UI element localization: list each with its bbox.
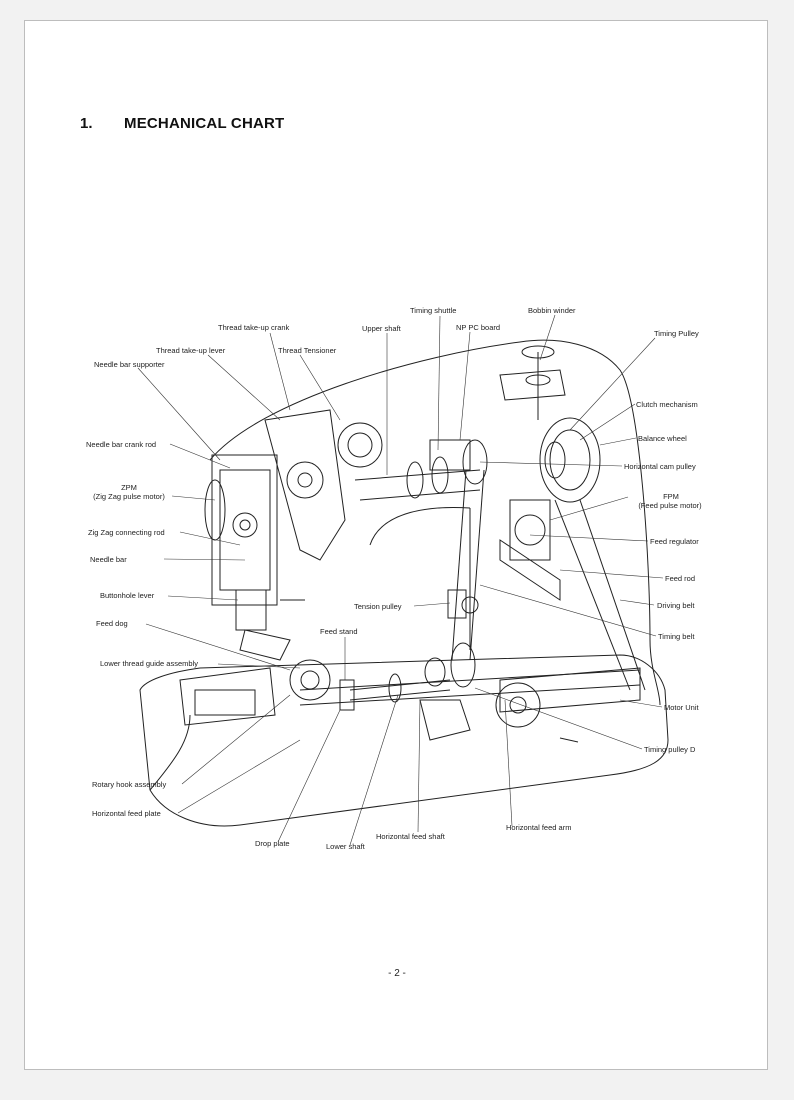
label-horizontal-cam-pulley: Horizontal cam pulley [624, 462, 696, 471]
label-needle-bar-crank-rod: Needle bar crank rod [86, 440, 157, 449]
label-zigzag-connecting-rod: Zig Zag connecting rod [88, 528, 165, 537]
section-number: 1. [80, 115, 93, 132]
label-motor-unit: Motor Unit [664, 703, 699, 712]
label-bobbin-winder: Bobbin winder [528, 306, 576, 315]
label-rotary-hook-assembly: Rotary hook assembly [92, 780, 167, 789]
label-needle-bar: Needle bar [90, 555, 127, 564]
section-title: MECHANICAL CHART [124, 115, 285, 132]
label-balance-wheel: Balance wheel [638, 434, 687, 443]
label-drop-plate: Drop plate [255, 839, 290, 848]
page-sheet [24, 20, 768, 1070]
label-lower-thread-guide-assembly: Lower thread guide assembly [100, 659, 198, 668]
label-clutch-mechanism: Clutch mechanism [636, 400, 698, 409]
label-feed-regulator: Feed regulator [650, 537, 699, 546]
label-upper-shaft: Upper shaft [362, 324, 401, 333]
label-zpm: ZPM [121, 483, 137, 492]
label-timing-pulley-d: Timing pulley D [644, 745, 696, 754]
label-needle-bar-supporter: Needle bar supporter [94, 360, 165, 369]
page-number: - 2 - [388, 968, 406, 979]
label-thread-tensioner: Thread Tensioner [278, 346, 337, 355]
label-horizontal-feed-arm: Horizontal feed arm [506, 823, 572, 832]
label-tension-pulley: Tension pulley [354, 602, 402, 611]
label-feed-dog: Feed dog [96, 619, 128, 628]
label-thread-takeup-crank: Thread take-up crank [218, 323, 290, 332]
label-driving-belt: Driving belt [657, 601, 695, 610]
label-np-pc-board: NP PC board [456, 323, 501, 332]
label-fpm: FPM [663, 492, 679, 501]
label-zpm-full: (Zig Zag pulse motor) [93, 492, 165, 501]
label-horizontal-feed-shaft: Horizontal feed shaft [376, 832, 445, 841]
label-timing-pulley: Timing Pulley [654, 329, 699, 338]
label-timing-shuttle: Timing shuttle [410, 306, 457, 315]
label-lower-shaft: Lower shaft [326, 842, 365, 851]
label-timing-belt: Timing belt [658, 632, 695, 641]
label-feed-stand: Feed stand [320, 627, 358, 636]
label-fpm-full: (Feed pulse motor) [638, 501, 702, 510]
label-buttonhole-lever: Buttonhole lever [100, 591, 155, 600]
label-feed-rod: Feed rod [665, 574, 696, 583]
label-horizontal-feed-plate: Horizontal feed plate [92, 809, 161, 818]
label-thread-takeup-lever: Thread take-up lever [156, 346, 226, 355]
